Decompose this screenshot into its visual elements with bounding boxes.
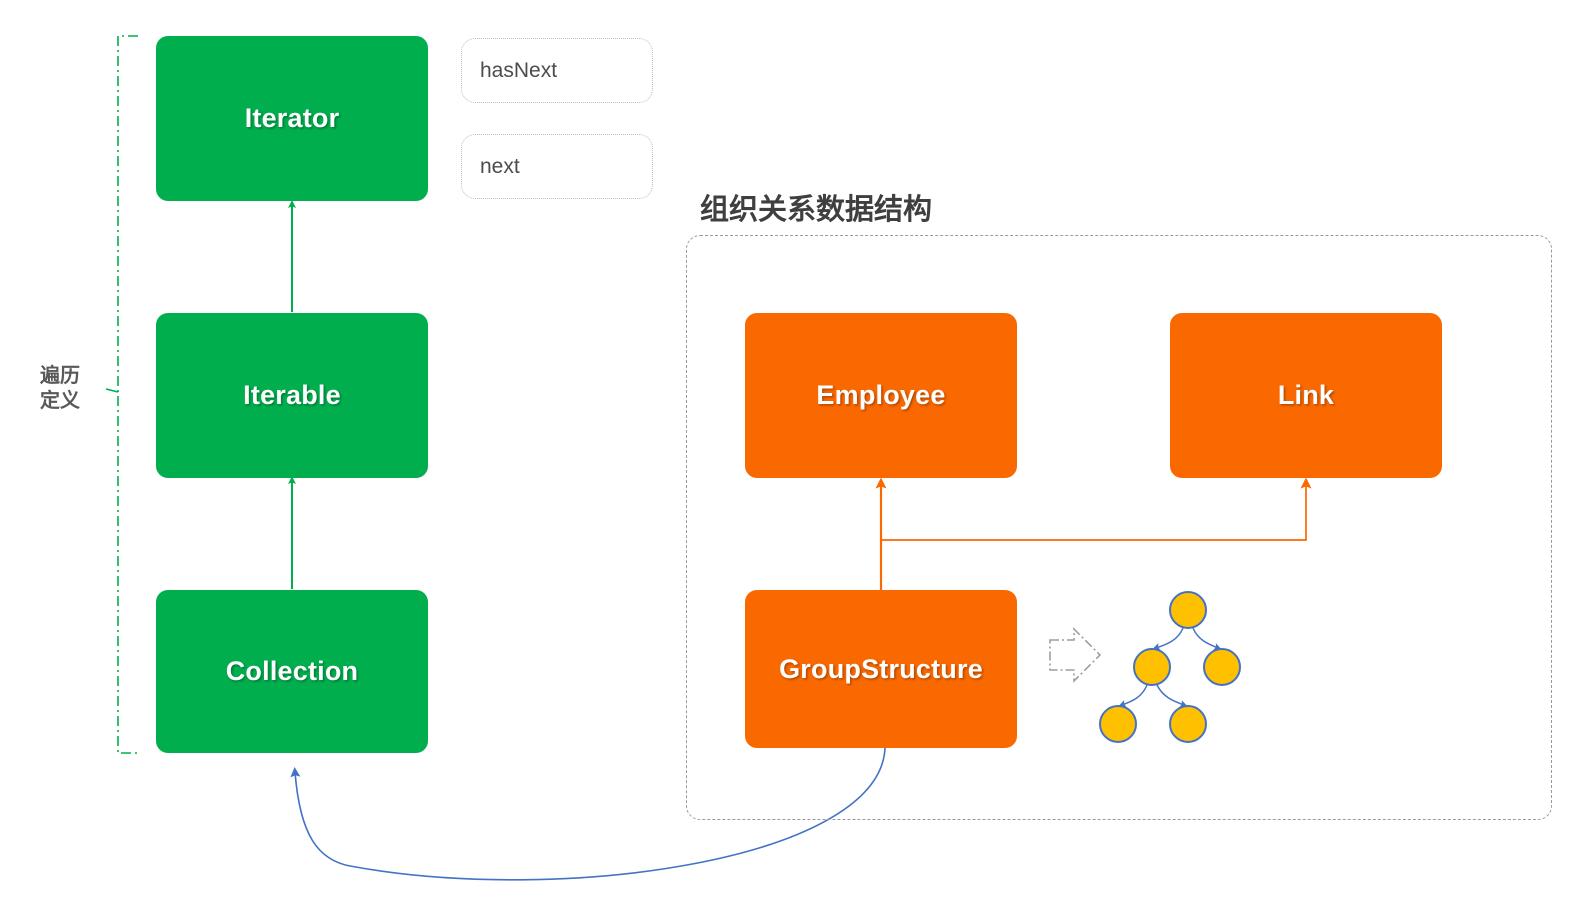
traversal-bracket-label: 遍历 定义 bbox=[40, 365, 80, 412]
method-box-hasnext-label: hasNext bbox=[480, 58, 558, 82]
class-box-collection-label: Collection bbox=[225, 656, 359, 686]
class-box-link[interactable]: Link bbox=[1170, 313, 1442, 478]
traversal-bracket bbox=[117, 35, 138, 754]
class-box-iterator[interactable]: Iterator bbox=[156, 36, 428, 201]
class-box-iterable-label: Iterable bbox=[243, 380, 341, 410]
class-box-employee[interactable]: Employee bbox=[745, 313, 1017, 478]
method-box-next-label: next bbox=[480, 154, 520, 178]
group-title: 组织关系数据结构 bbox=[700, 194, 933, 226]
class-box-link-label: Link bbox=[1277, 380, 1335, 410]
class-box-iterator-label: Iterator bbox=[244, 103, 340, 133]
org-structure-container bbox=[686, 235, 1552, 820]
class-box-groupstructure-label: GroupStructure bbox=[779, 653, 983, 684]
method-box-hasnext[interactable]: hasNext bbox=[461, 38, 653, 103]
class-box-iterable[interactable]: Iterable bbox=[156, 313, 428, 478]
method-box-next[interactable]: next bbox=[461, 134, 653, 199]
class-box-groupstructure[interactable]: GroupStructure bbox=[745, 590, 1017, 748]
class-box-collection[interactable]: Collection bbox=[156, 590, 428, 753]
class-box-employee-label: Employee bbox=[816, 380, 946, 410]
